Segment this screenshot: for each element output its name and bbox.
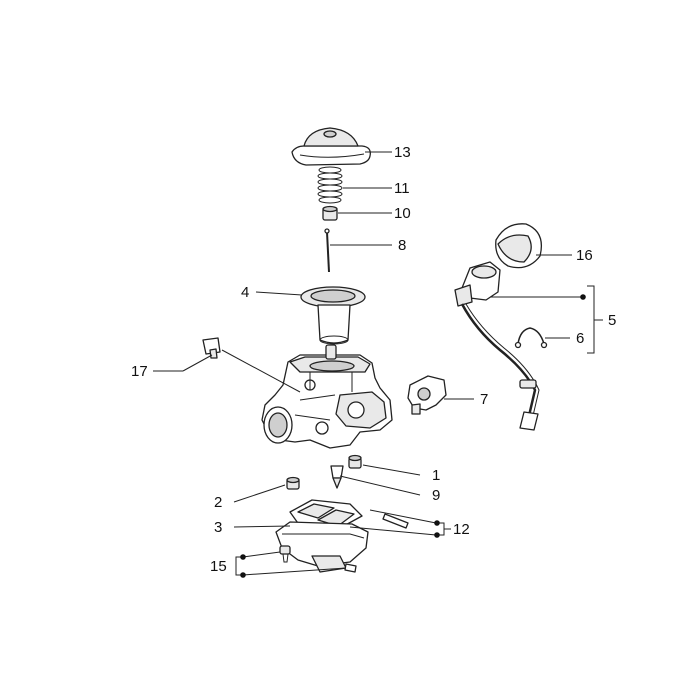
- callout-12: 12: [453, 521, 470, 538]
- leader-17b: [182, 354, 213, 372]
- callout-11: 11: [394, 180, 410, 197]
- carburetor-body: [261, 344, 393, 449]
- part-1-seat: [348, 454, 362, 469]
- callout-labels: 13 11 10 8 4 17 7 16 5 6 1 9 2 3 12 15: [131, 144, 616, 575]
- part-10-retainer: [322, 205, 338, 221]
- leader-9: [339, 475, 421, 496]
- leader-1: [362, 464, 421, 476]
- part-16-boot: [495, 223, 543, 269]
- part-5-starter-valve: [454, 261, 540, 431]
- part-7-cover: [407, 375, 447, 415]
- part-9-float-needle: [330, 465, 344, 489]
- callout-5: 5: [608, 312, 616, 329]
- bracket-5: [587, 285, 595, 354]
- callout-1: 1: [432, 467, 440, 484]
- callout-3: 3: [214, 519, 222, 536]
- leader-17c: [221, 349, 301, 393]
- part-12-float: [289, 499, 409, 529]
- callout-17: 17: [131, 363, 148, 380]
- part-3-float-bowl: [275, 521, 369, 573]
- leader-3: [233, 525, 291, 528]
- callout-2: 2: [214, 494, 222, 511]
- callout-15: 15: [210, 558, 227, 575]
- leader-12a: [369, 509, 437, 524]
- callout-10: 10: [394, 205, 411, 222]
- part-2-jet: [286, 476, 300, 490]
- part-13-cover: [291, 127, 371, 166]
- leader-lines: [153, 151, 603, 576]
- callout-13: 13: [394, 144, 411, 161]
- callout-7: 7: [480, 391, 488, 408]
- callout-4: 4: [241, 284, 249, 301]
- bracket-15: [235, 556, 243, 576]
- leader-15a: [242, 551, 281, 558]
- part-11-spring: [317, 166, 343, 204]
- callout-8: 8: [398, 237, 406, 254]
- callout-6: 6: [576, 330, 584, 347]
- bracket-dots: [240, 294, 586, 578]
- leader-12b: [349, 526, 437, 536]
- callout-9: 9: [432, 487, 440, 504]
- part-8-needle: [324, 228, 330, 273]
- leader-2: [233, 484, 286, 503]
- part-6-clip: [514, 327, 548, 349]
- part-4-slide: [300, 286, 366, 345]
- leader-15b: [242, 567, 347, 576]
- leader-4: [255, 291, 303, 296]
- callout-16: 16: [576, 247, 593, 264]
